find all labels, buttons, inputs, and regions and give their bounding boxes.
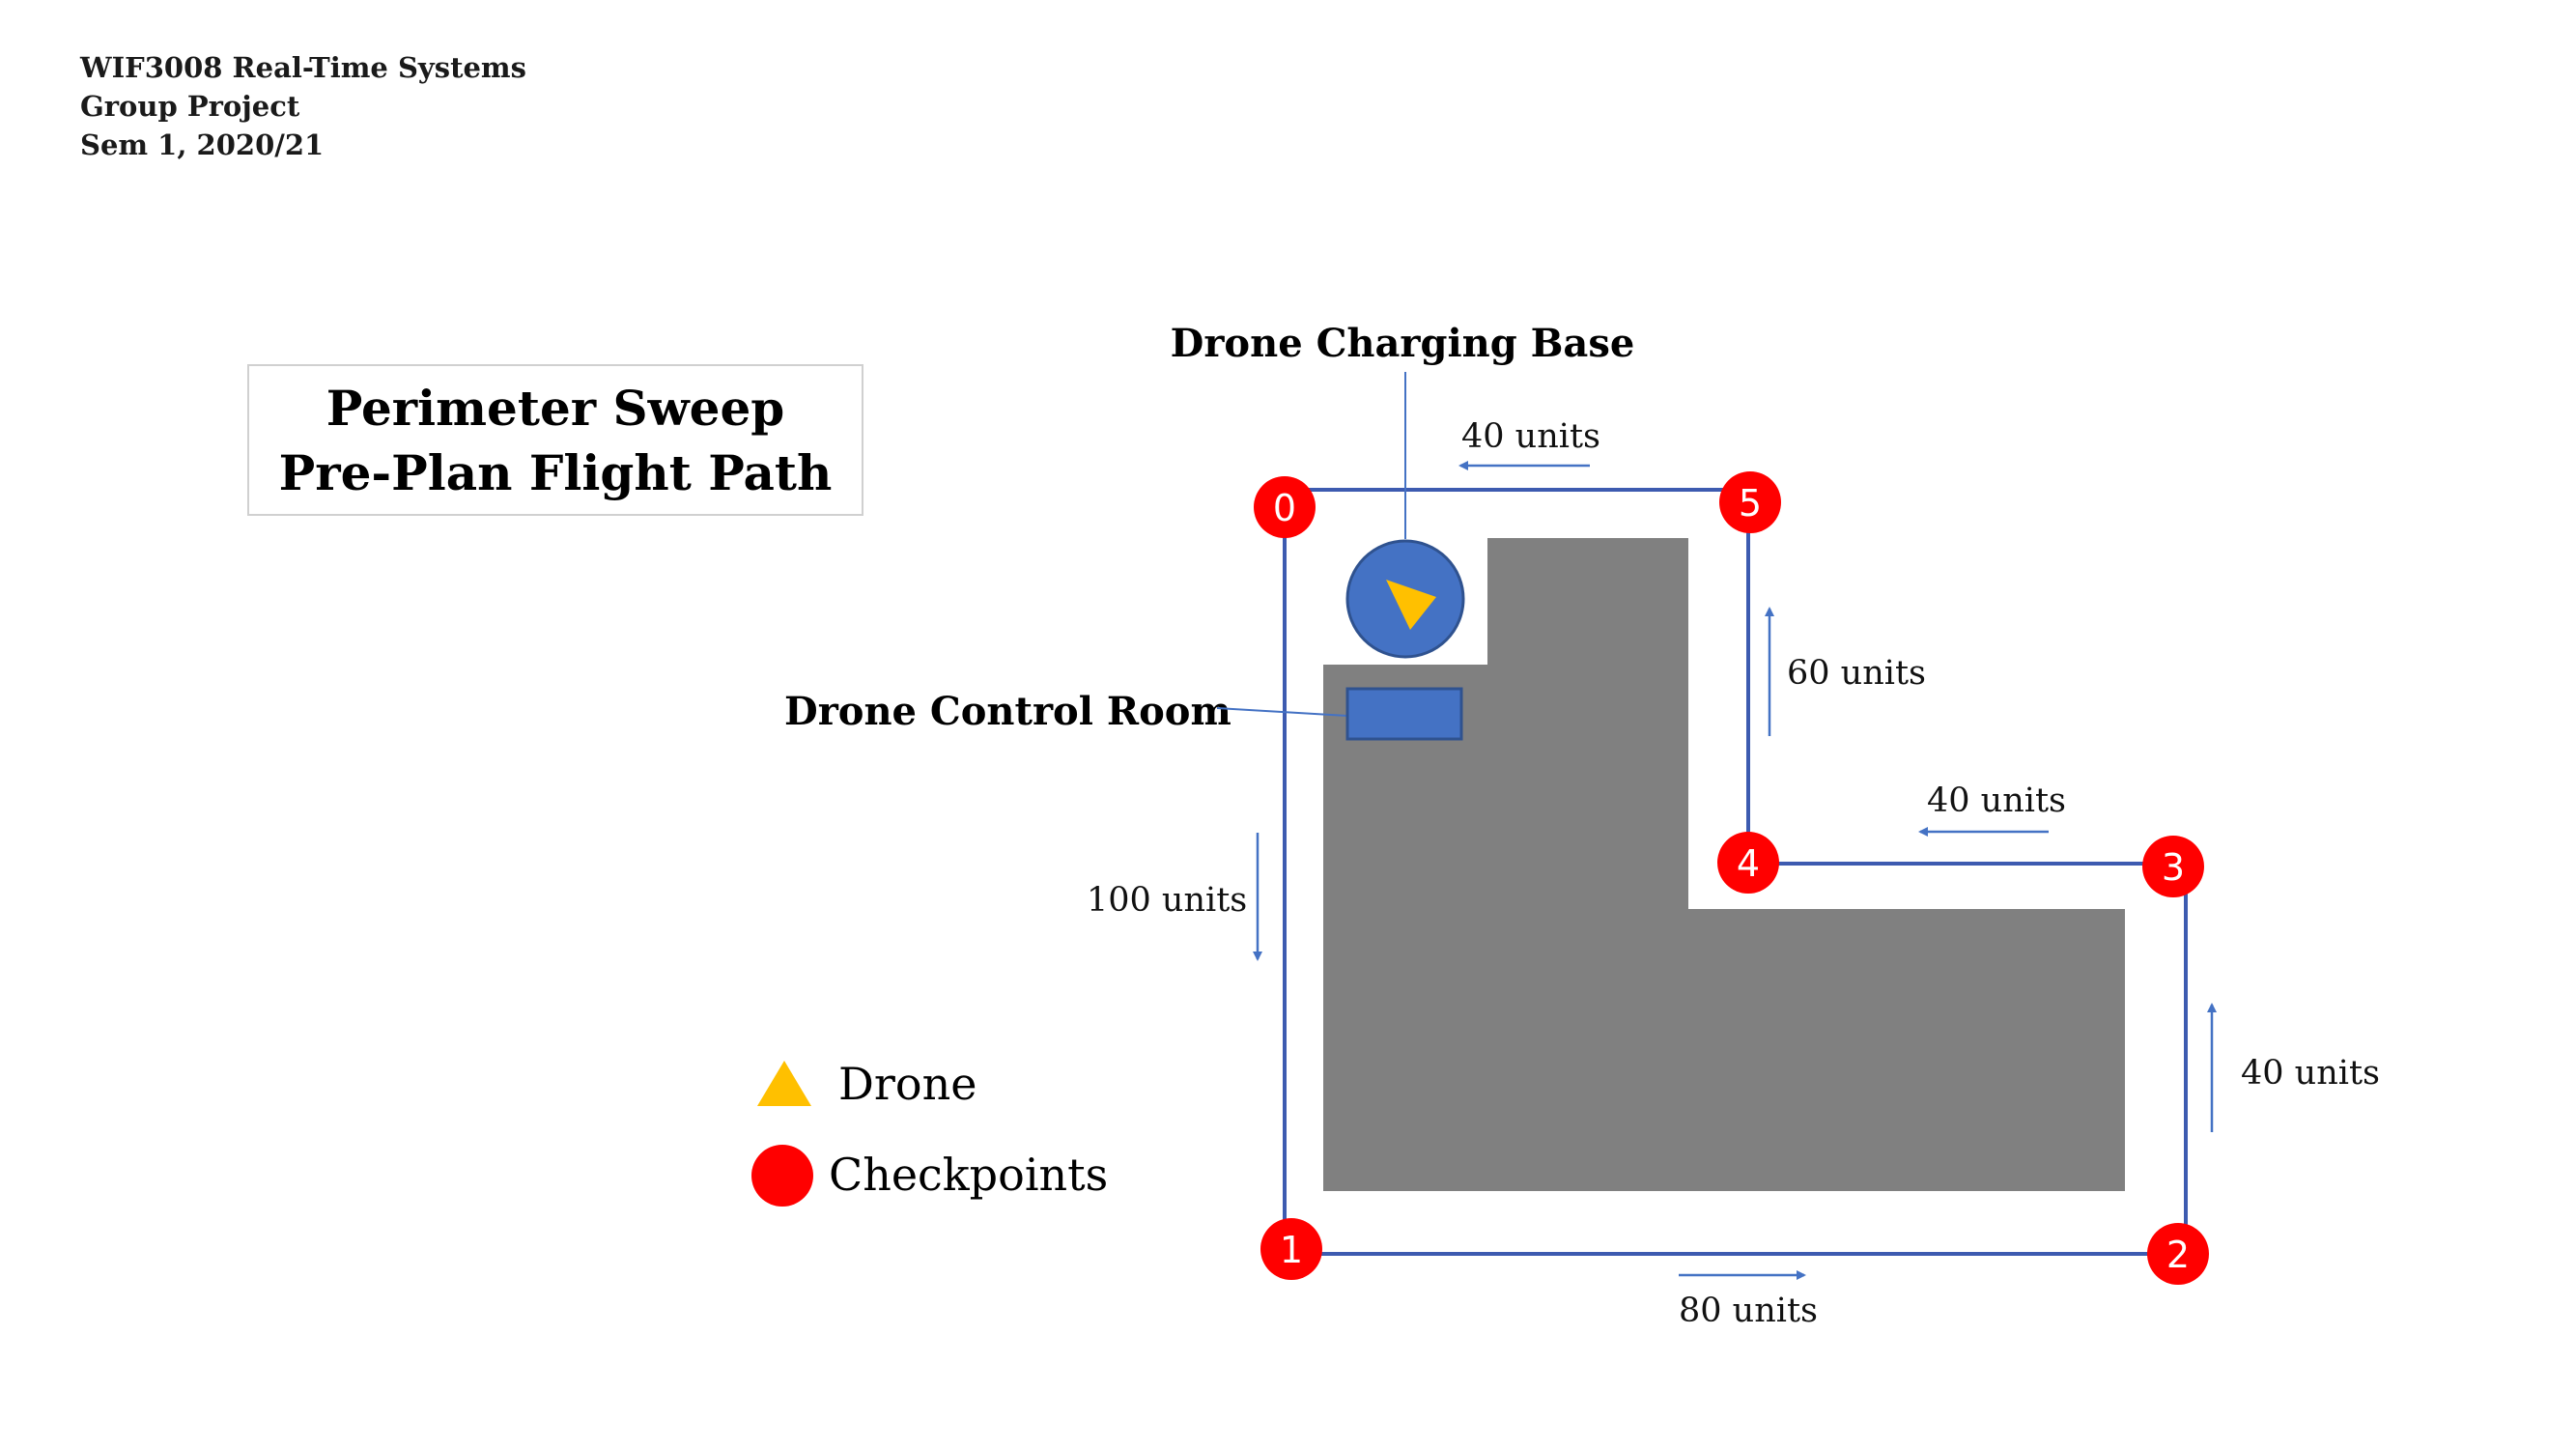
control-room [1345, 687, 1463, 741]
distance-4-5: 60 units [1787, 654, 1926, 693]
distance-3-4: 40 units [1927, 781, 2066, 820]
checkpoint-label: 0 [1273, 487, 1296, 529]
project-label: Group Project [80, 90, 300, 123]
checkpoint-2: 2 [2147, 1223, 2209, 1285]
checkpoint-label: 1 [1280, 1229, 1303, 1271]
legend-checkpoint-icon [751, 1145, 813, 1207]
distance-5-0: 40 units [1461, 417, 1600, 456]
checkpoint-label: 5 [1739, 482, 1762, 525]
checkpoint-1: 1 [1260, 1218, 1322, 1280]
checkpoint-4: 4 [1717, 832, 1779, 894]
semester-label: Sem 1, 2020/21 [80, 128, 324, 161]
legend-checkpoints-label: Checkpoints [829, 1149, 1108, 1201]
checkpoint-3: 3 [2142, 836, 2204, 897]
legend-drone-label: Drone [838, 1058, 977, 1110]
diagram-subtitle: Pre-Plan Flight Path [279, 444, 833, 501]
distance-0-1: 100 units [1087, 881, 1247, 920]
charging-base-label: Drone Charging Base [1171, 321, 1635, 366]
legend-drone-icon [757, 1061, 811, 1106]
checkpoint-label: 2 [2166, 1234, 2190, 1276]
diagram-title: Perimeter Sweep [326, 380, 785, 437]
checkpoint-5: 5 [1719, 471, 1781, 533]
checkpoint-label: 4 [1737, 842, 1760, 885]
building [1323, 538, 2125, 1191]
checkpoint-label: 3 [2162, 846, 2185, 889]
distance-2-3: 40 units [2241, 1054, 2380, 1093]
control-room-leader [1216, 707, 1348, 717]
drone-icon [1386, 580, 1436, 630]
control-room-label: Drone Control Room [784, 689, 1231, 734]
course-title: WIF3008 Real-Time Systems [79, 51, 526, 84]
checkpoint-0: 0 [1254, 476, 1316, 538]
distance-1-2: 80 units [1679, 1292, 1818, 1330]
title-box [247, 364, 863, 516]
